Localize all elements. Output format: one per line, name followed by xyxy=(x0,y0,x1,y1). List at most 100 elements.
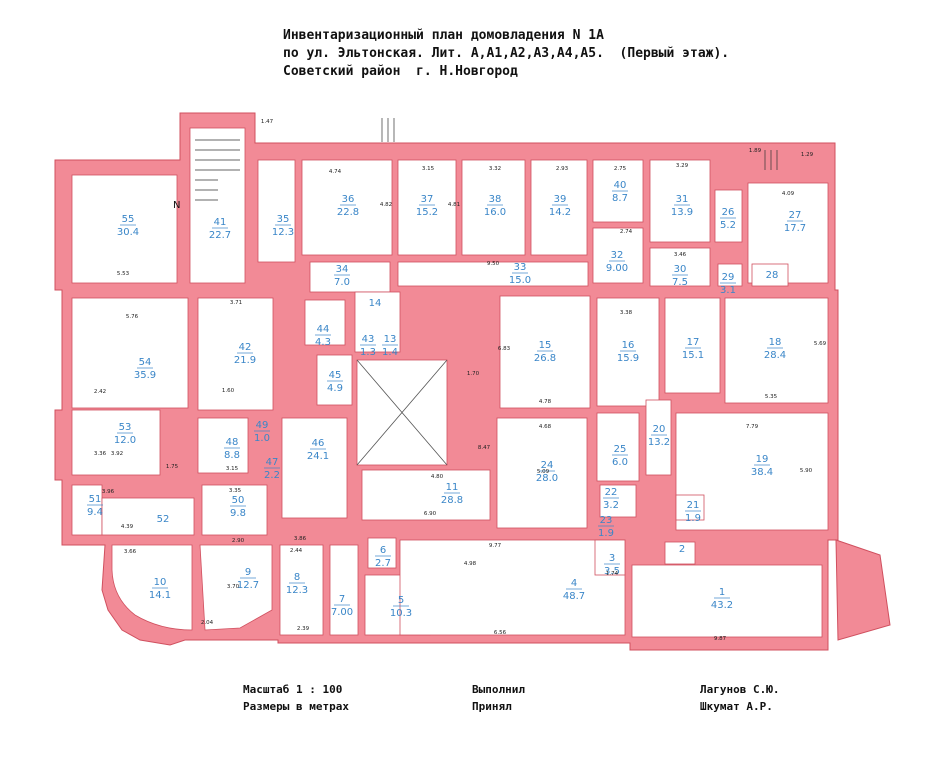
room-35 xyxy=(257,159,296,263)
accepted-by-label: Принял xyxy=(472,700,512,713)
room-10 xyxy=(111,544,193,631)
dimension-label: 4.39 xyxy=(121,524,134,530)
room-area-35: 12.3 xyxy=(272,227,294,238)
room-number-45: 45 xyxy=(329,370,342,381)
room-area-36: 22.8 xyxy=(337,207,359,218)
room-number-36: 36 xyxy=(342,194,355,205)
dimension-label: 1.70 xyxy=(467,371,480,377)
dimension-label: 3.71 xyxy=(230,300,242,306)
room-number-39: 39 xyxy=(554,194,567,205)
room-number-53: 53 xyxy=(119,422,132,433)
dimension-label: 6.83 xyxy=(498,346,511,352)
room-area-21: 1.9 xyxy=(685,513,701,524)
room-number-20: 20 xyxy=(653,424,666,435)
dimension-label: 1.47 xyxy=(261,119,274,125)
room-number-42: 42 xyxy=(239,342,252,353)
dimension-label: 3.36 xyxy=(94,451,107,457)
balcony xyxy=(835,539,891,641)
done-by-label: Выполнил xyxy=(472,683,525,696)
room-area-32: 9.00 xyxy=(606,263,628,274)
room-number-38: 38 xyxy=(489,194,502,205)
room-37 xyxy=(397,159,457,256)
room-29 xyxy=(717,263,743,287)
room-55 xyxy=(71,174,178,284)
dimension-label: 4.98 xyxy=(464,561,477,567)
room-number-43: 43 xyxy=(362,334,375,345)
dimension-label: 3.29 xyxy=(676,163,689,169)
dimension-label: 3.38 xyxy=(620,310,633,316)
room-20 xyxy=(645,399,672,476)
room-area-30: 7.5 xyxy=(672,277,688,288)
floor-plan: N 5530.44122.73512.33622.83715.23816.039… xyxy=(54,112,891,651)
dimension-label: 3.86 xyxy=(294,536,307,542)
room-8 xyxy=(279,544,324,636)
room-area-42: 21.9 xyxy=(234,355,256,366)
dimension-label: 4.68 xyxy=(539,424,552,430)
room-area-19: 38.4 xyxy=(751,467,773,478)
room-7 xyxy=(329,544,359,636)
dimension-label: 3.46 xyxy=(674,252,687,258)
dimension-label: 1.89 xyxy=(749,148,762,154)
dimension-label: 2.74 xyxy=(620,229,633,235)
room-area-25: 6.0 xyxy=(612,457,628,468)
room-17 xyxy=(664,297,721,394)
room-area-10: 14.1 xyxy=(149,590,171,601)
room-51 xyxy=(71,484,103,536)
room-area-51: 9.4 xyxy=(87,507,103,518)
compass-letter: N xyxy=(173,200,180,211)
room-number-48: 48 xyxy=(226,437,239,448)
dimension-label: 3.35 xyxy=(229,488,242,494)
dimension-label: 5.09 xyxy=(537,469,550,475)
room-1 xyxy=(631,564,823,638)
room-area-22: 3.2 xyxy=(603,500,619,511)
room-6 xyxy=(367,537,397,569)
dimension-label: 3.70 xyxy=(227,584,240,590)
room-52 xyxy=(101,497,195,536)
room-2 xyxy=(664,541,696,565)
room-number-19: 19 xyxy=(756,454,769,465)
room-number-54: 54 xyxy=(139,357,152,368)
room-number-7: 7 xyxy=(339,594,345,605)
room-area-8: 12.3 xyxy=(286,585,308,596)
dimension-label: 3.15 xyxy=(226,466,239,472)
room-number-11: 11 xyxy=(446,482,459,493)
dimension-label: 5.35 xyxy=(765,394,778,400)
room-26 xyxy=(714,189,743,243)
room-area-55: 30.4 xyxy=(117,227,139,238)
room-11 xyxy=(361,469,491,521)
room-area-3: 3.5 xyxy=(604,566,620,577)
room-number-8: 8 xyxy=(294,572,300,583)
dimension-label: 5.69 xyxy=(814,341,827,347)
room-area-44: 4.3 xyxy=(315,337,331,348)
room-16 xyxy=(596,297,660,407)
dimension-label: 1.74 xyxy=(606,571,619,577)
room-number-26: 26 xyxy=(722,207,735,218)
room-area-49: 1.0 xyxy=(254,433,270,444)
dimension-label: 4.74 xyxy=(329,169,342,175)
room-labels: 5530.44122.73512.33622.83715.23816.03914… xyxy=(87,180,806,619)
dimension-label: 9.50 xyxy=(487,261,500,267)
plan-title-line-1: Инвентаризационный план домовладения N 1… xyxy=(283,28,604,43)
room-36 xyxy=(301,159,393,256)
room-number-25: 25 xyxy=(614,444,627,455)
room-4 xyxy=(399,539,626,636)
room-number-51: 51 xyxy=(89,494,102,505)
room-area-6: 2.7 xyxy=(375,558,391,569)
room-number-5: 5 xyxy=(398,595,404,606)
dimension-label: 4.09 xyxy=(782,191,795,197)
room-area-11: 28.8 xyxy=(441,495,463,506)
room-number-28: 28 xyxy=(766,270,779,281)
room-number-33: 33 xyxy=(514,262,527,273)
room-area-1: 43.2 xyxy=(711,600,733,611)
dimension-label: 2.90 xyxy=(232,538,245,544)
dimension-label: 2.75 xyxy=(614,166,627,172)
room-21 xyxy=(675,494,705,521)
room-number-2: 2 xyxy=(679,544,685,555)
room-area-43: 1.3 xyxy=(360,347,376,358)
room-area-29: 3.1 xyxy=(720,285,736,296)
room-area-9: 12.7 xyxy=(237,580,259,591)
room-number-15: 15 xyxy=(539,340,552,351)
room-number-55: 55 xyxy=(122,214,135,225)
dimension-label: 3.66 xyxy=(124,549,137,555)
room-24 xyxy=(496,417,588,529)
